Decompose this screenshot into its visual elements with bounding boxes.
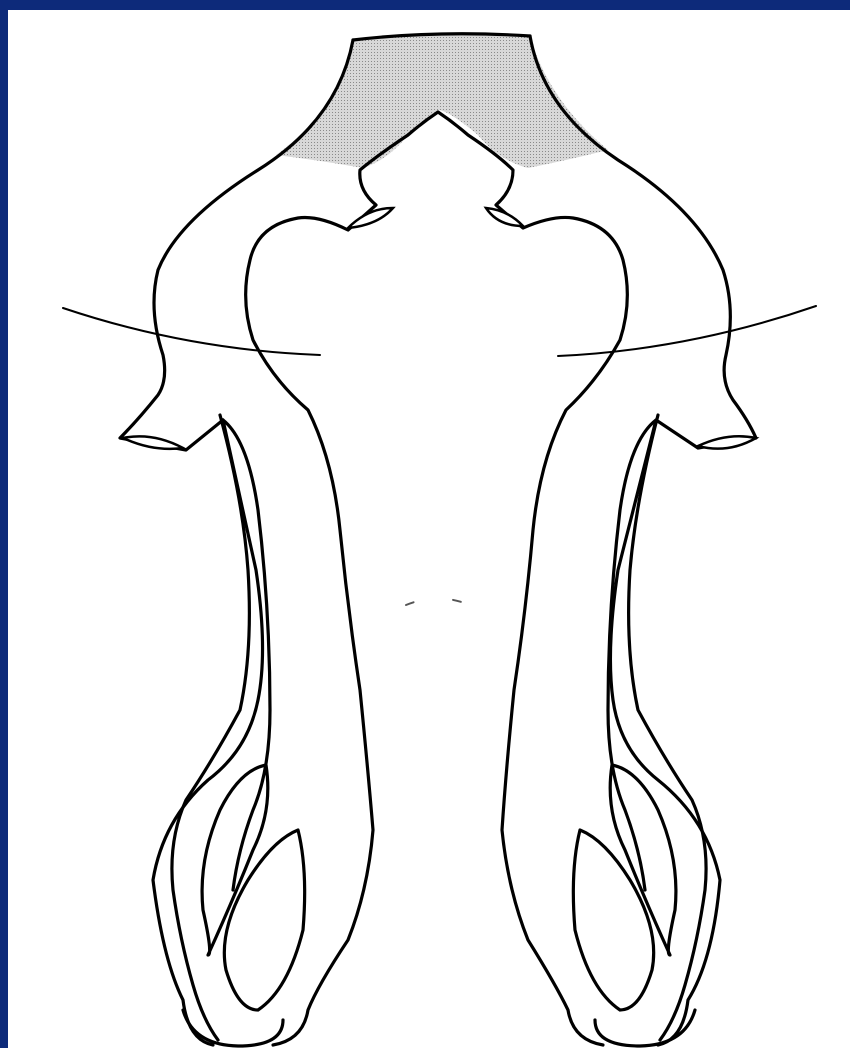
inner-body-outline [246,112,438,1045]
left-horizontal-arc [63,308,320,355]
anatomical-drawing [8,10,850,1058]
notch-right-lower [698,436,756,448]
right-loop-2 [573,830,653,1010]
left-loop-2 [224,830,304,1010]
center-mark [406,599,470,606]
notch-left-lower [123,436,183,449]
left-loop-3 [183,1010,283,1046]
outer-outline-left [120,40,353,1045]
right-horizontal-arc [558,306,816,356]
inner-body-outline-right [438,112,627,1045]
